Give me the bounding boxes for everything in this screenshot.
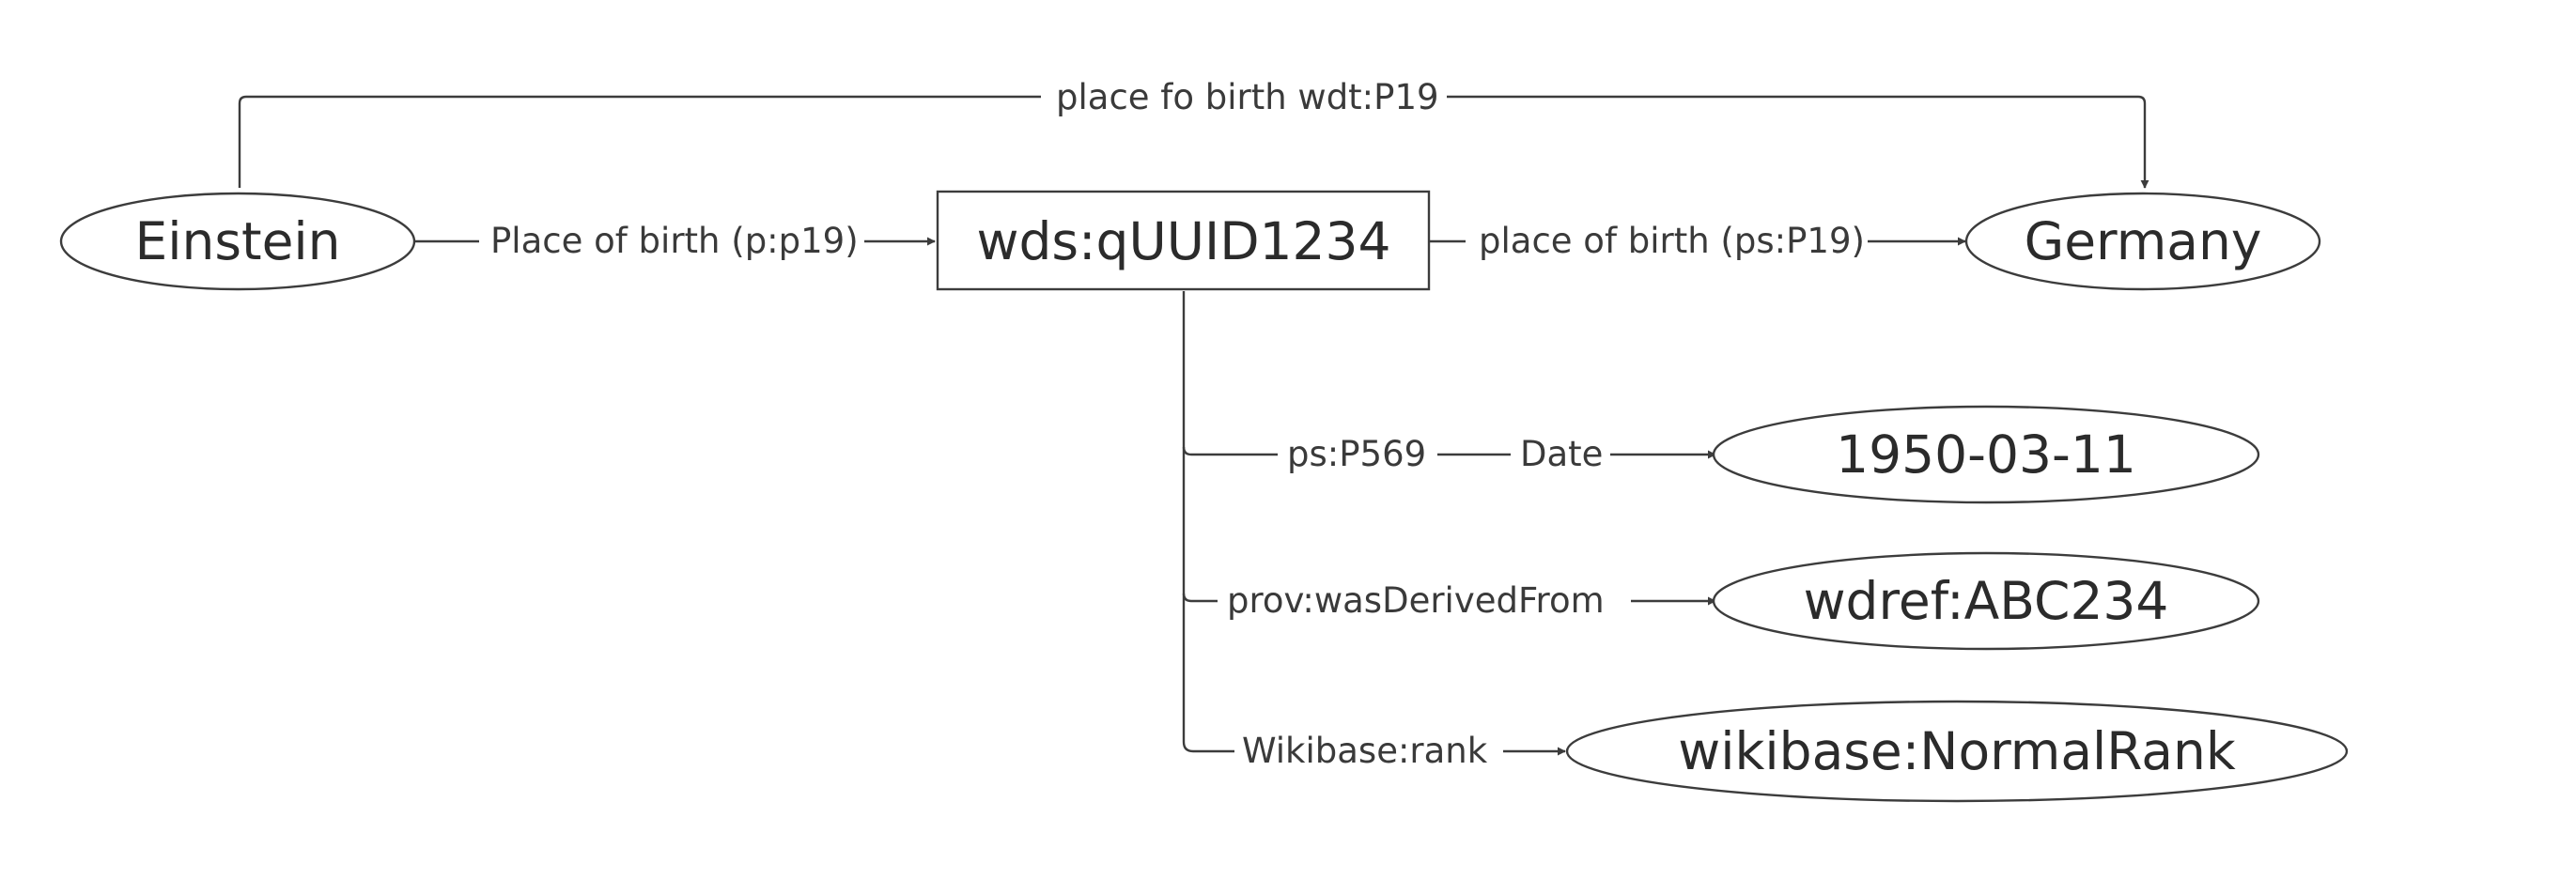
edge-date-line [1182,446,1716,459]
node-einstein-label: Einstein [134,211,340,271]
edge-date: ps:P569 Date [1182,432,1716,475]
node-date-value-label: 1950-03-11 [1836,424,2136,485]
edge-statement-trunk [1182,291,1238,753]
edge-label-claim: Place of birth (p:p19) [490,221,859,261]
node-reference-label: wdref:ABC234 [1804,571,2169,631]
node-date-value-shape [1712,405,2260,504]
node-statement-shape [936,190,1431,291]
edge-derived-from: prov:wasDerivedFrom [1182,578,1716,622]
node-germany-shape [1964,192,2321,291]
edge-claim: Place of birth (p:p19) [413,219,936,262]
node-rank-label: wikibase:NormalRank [1678,721,2236,781]
edge-label-statement-value: place of birth (ps:P19) [1479,221,1865,261]
node-rank-shape [1565,700,2349,803]
edge-rank: Wikibase:rank [1234,729,1566,772]
node-rank: wikibase:NormalRank [1565,700,2349,803]
node-date-value: 1950-03-11 [1712,405,2260,504]
edge-label-date-property: ps:P569 [1287,434,1426,474]
edge-direct-claim: place fo birth wdt:P19 [238,75,2149,189]
node-reference: wdref:ABC234 [1712,551,2260,651]
edge-label-rank: Wikibase:rank [1242,731,1488,771]
node-statement-label: wds:qUUID1234 [976,211,1390,271]
node-germany: Germany [1964,192,2321,291]
node-reference-shape [1712,551,2260,651]
node-germany-label: Germany [2025,211,2262,271]
edge-label-derived-from: prov:wasDerivedFrom [1227,580,1605,621]
node-einstein-shape [59,192,416,291]
node-statement: wds:qUUID1234 [936,190,1431,291]
node-einstein: Einstein [59,192,416,291]
edge-statement-value: place of birth (ps:P19) [1430,219,1966,262]
edge-label-direct-claim: place fo birth wdt:P19 [1056,77,1439,117]
edge-derived-from-line [1182,593,1716,606]
edge-label-date-qualifier: Date [1520,434,1603,474]
